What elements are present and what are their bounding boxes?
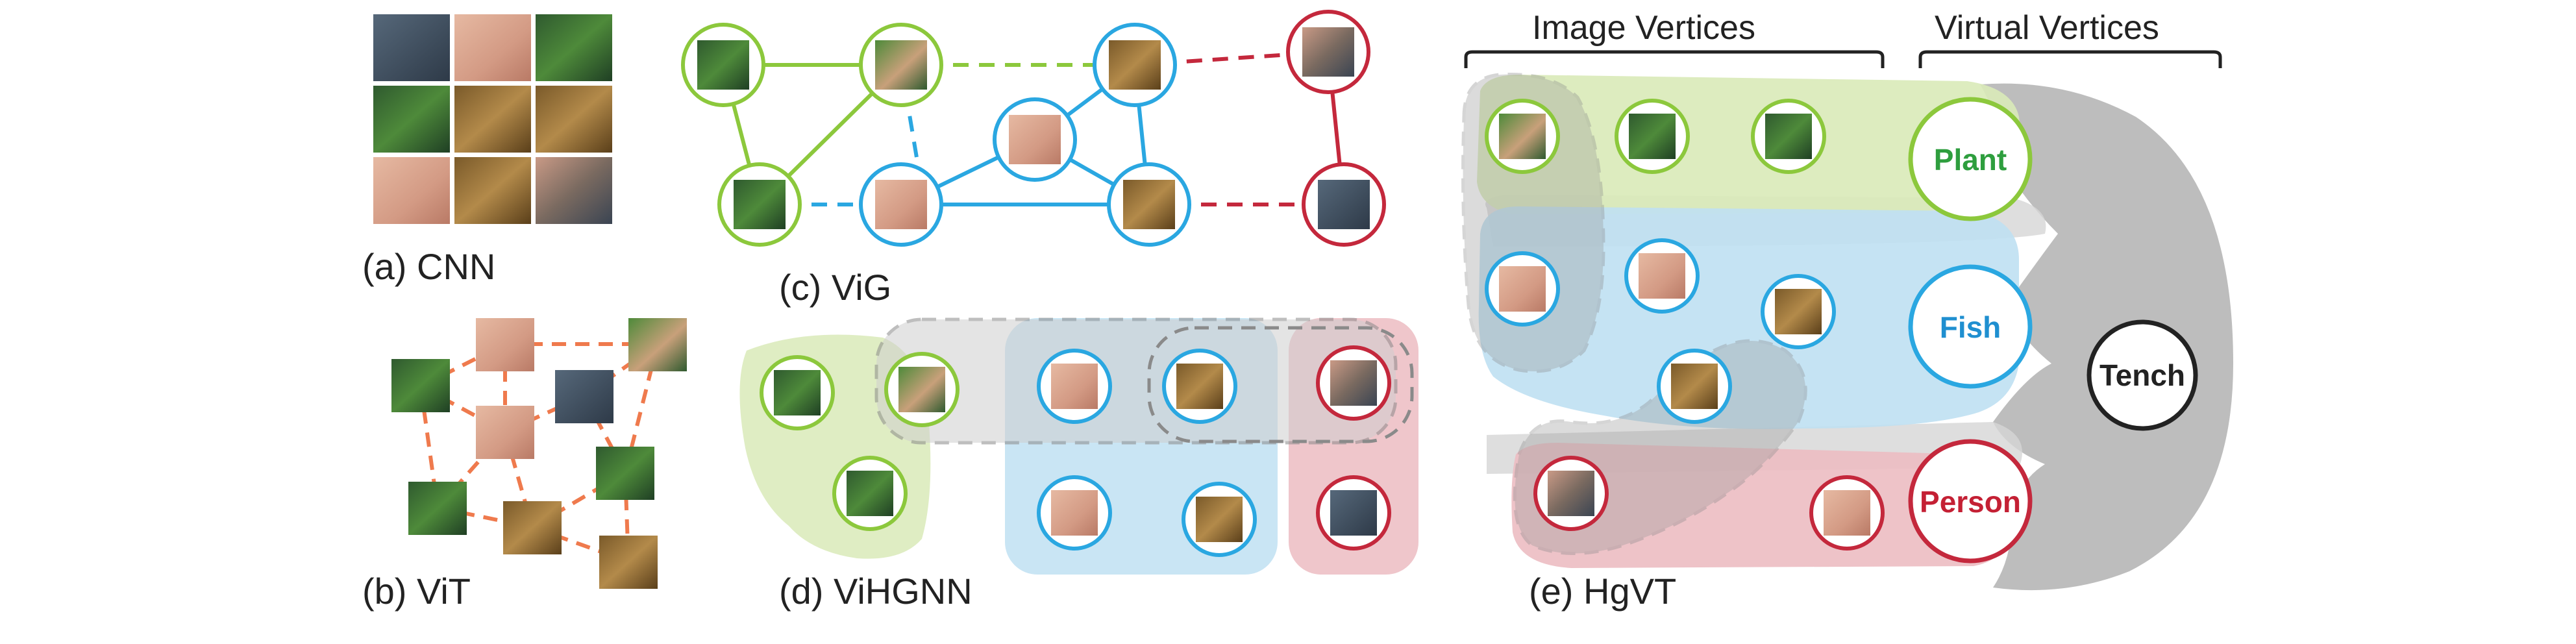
virtual-node-plant-label: Plant: [1934, 143, 2007, 177]
root-node-tench: Tench: [2087, 319, 2198, 431]
vit-label: (b) ViT: [362, 571, 471, 612]
vihgnn-label: (d) ViHGNN: [779, 571, 972, 612]
virtual-node-person: Person: [1908, 439, 2033, 564]
hgvt-image-nodes: [1485, 99, 1885, 551]
vig-nodes: [681, 10, 1386, 247]
virtual-node-fish: Fish: [1908, 264, 2033, 389]
cnn-image-grid: [373, 14, 612, 224]
vihgnn-panel: (d) ViHGNN: [739, 317, 1418, 612]
virtual-node-person-label: Person: [1920, 485, 2021, 519]
vihgnn-nodes: [760, 345, 1391, 557]
virtual-vertices-label: Virtual Vertices: [1935, 9, 2159, 47]
virtual-node-fish-label: Fish: [1940, 310, 2001, 344]
virtual-vertices-bracket: [1918, 50, 2222, 68]
root-node-tench-label: Tench: [2099, 358, 2185, 392]
vihgnn-dashed-hyperedges: [1147, 326, 1414, 443]
vit-patches: [391, 318, 687, 589]
virtual-node-plant: Plant: [1908, 97, 2033, 221]
cnn-label: (a) CNN: [362, 246, 495, 287]
plant-band: [1477, 75, 2020, 214]
vig-panel: (c) ViG: [681, 10, 1386, 308]
vig-label: (c) ViG: [779, 267, 891, 308]
image-vertices-bracket: [1464, 50, 1885, 68]
cnn-panel: (a) CNN: [362, 14, 612, 287]
hgvt-panel: Image Vertices Virtual Vertices: [1461, 9, 2233, 612]
person-band: [1511, 443, 2019, 568]
fish-band: [1478, 206, 2019, 429]
vit-panel: (b) ViT: [362, 318, 687, 612]
hgvt-label: (e) HgVT: [1529, 571, 1676, 612]
image-vertices-label: Image Vertices: [1532, 9, 1755, 47]
